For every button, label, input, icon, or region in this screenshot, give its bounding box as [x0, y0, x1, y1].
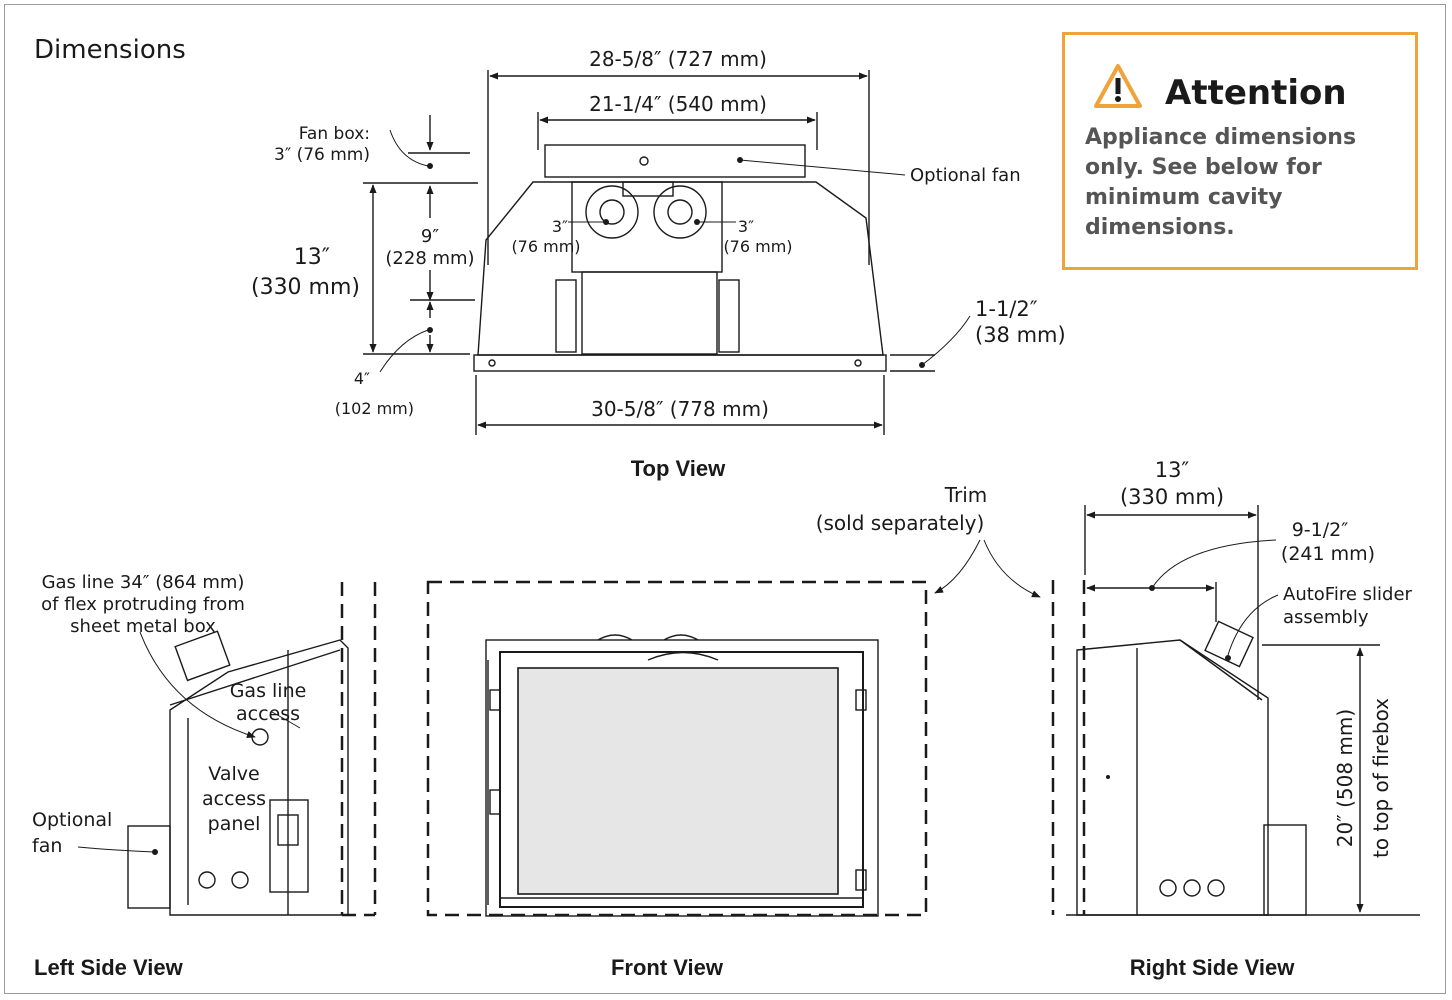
flange-metric: (38 mm): [975, 323, 1066, 347]
gas-line-label-3: sheet metal box: [70, 616, 216, 637]
right-offset-value: 9-1/2″: [1292, 519, 1349, 541]
slider-label-1: AutoFire slider: [1283, 584, 1413, 605]
height-description: to top of firebox: [1369, 698, 1393, 858]
depth-9-value: 9″: [421, 226, 439, 247]
valve-label-2: access: [202, 788, 266, 810]
dim-outer-width: 28-5/8″ (727 mm): [589, 47, 767, 71]
attention-body: Appliance dimensions only. See below for…: [1085, 125, 1357, 240]
right-offset-metric: (241 mm): [1281, 543, 1375, 565]
depth-13-metric: (330 mm): [251, 275, 360, 300]
dim-bottom-width: 30-5/8″ (778 mm): [591, 397, 769, 421]
right-side-view: [1051, 505, 1420, 916]
attention-callout: Attention Appliance dimensions only. See…: [1062, 32, 1418, 270]
flange-value: 1-1/2″: [975, 297, 1038, 321]
depth-13-value: 13″: [294, 245, 330, 270]
fan-label-2: fan: [32, 835, 62, 857]
top-view-dots: [427, 157, 925, 368]
warning-triangle-icon: [1094, 64, 1142, 108]
gas-line-label-1: Gas line 34″ (864 mm): [42, 572, 245, 593]
page-title: Dimensions: [34, 35, 186, 65]
height-label-group-2: to top of firebox: [1369, 698, 1393, 858]
left-view-caption: Left Side View: [34, 955, 184, 980]
front-view: [426, 580, 928, 917]
gas-access-label-2: access: [236, 703, 300, 725]
height-label-group: 20″ (508 mm): [1333, 709, 1357, 847]
fan-label-1: Optional: [32, 809, 112, 831]
trim-leader-right: [983, 539, 1041, 598]
side-screw: [1106, 775, 1110, 779]
offset-leader-dot: [1149, 585, 1155, 591]
trim-leader-front: [934, 539, 981, 594]
trim-label: Trim: [944, 483, 988, 507]
slider-leader-dot: [1225, 655, 1231, 661]
optional-fan-label: Optional fan: [910, 165, 1021, 186]
height-value: 20″ (508 mm): [1333, 709, 1357, 847]
fan-box-value: 3″ (76 mm): [274, 145, 370, 165]
top-view-caption: Top View: [631, 456, 726, 481]
attention-title: Attention: [1165, 73, 1347, 113]
fan-box-label: Fan box:: [299, 124, 370, 144]
vent-left-value: 3″: [552, 217, 568, 236]
valve-label-1: Valve: [208, 763, 259, 785]
gas-line-label-2: of flex protruding from: [41, 594, 245, 615]
dim-inner-width: 21-1/4″ (540 mm): [589, 92, 767, 116]
vent-right-value: 3″: [738, 217, 754, 236]
rear-value: 4″: [354, 369, 370, 388]
left-side-view: [77, 582, 377, 917]
valve-label-3: panel: [208, 813, 261, 835]
right-depth-metric: (330 mm): [1120, 485, 1224, 509]
vent-left-metric: (76 mm): [511, 237, 580, 256]
front-view-caption: Front View: [611, 955, 724, 980]
rear-metric: (102 mm): [335, 399, 414, 418]
slider-label-2: assembly: [1283, 607, 1369, 628]
right-depth-value: 13″: [1155, 458, 1190, 482]
trim-sublabel: (sold separately): [816, 511, 985, 535]
depth-9-metric: (228 mm): [385, 248, 474, 269]
top-view: [363, 70, 971, 435]
vent-right-metric: (76 mm): [723, 237, 792, 256]
fan-leader-dot: [152, 849, 158, 855]
right-view-caption: Right Side View: [1130, 955, 1296, 980]
gas-access-label-1: Gas line: [230, 680, 307, 702]
